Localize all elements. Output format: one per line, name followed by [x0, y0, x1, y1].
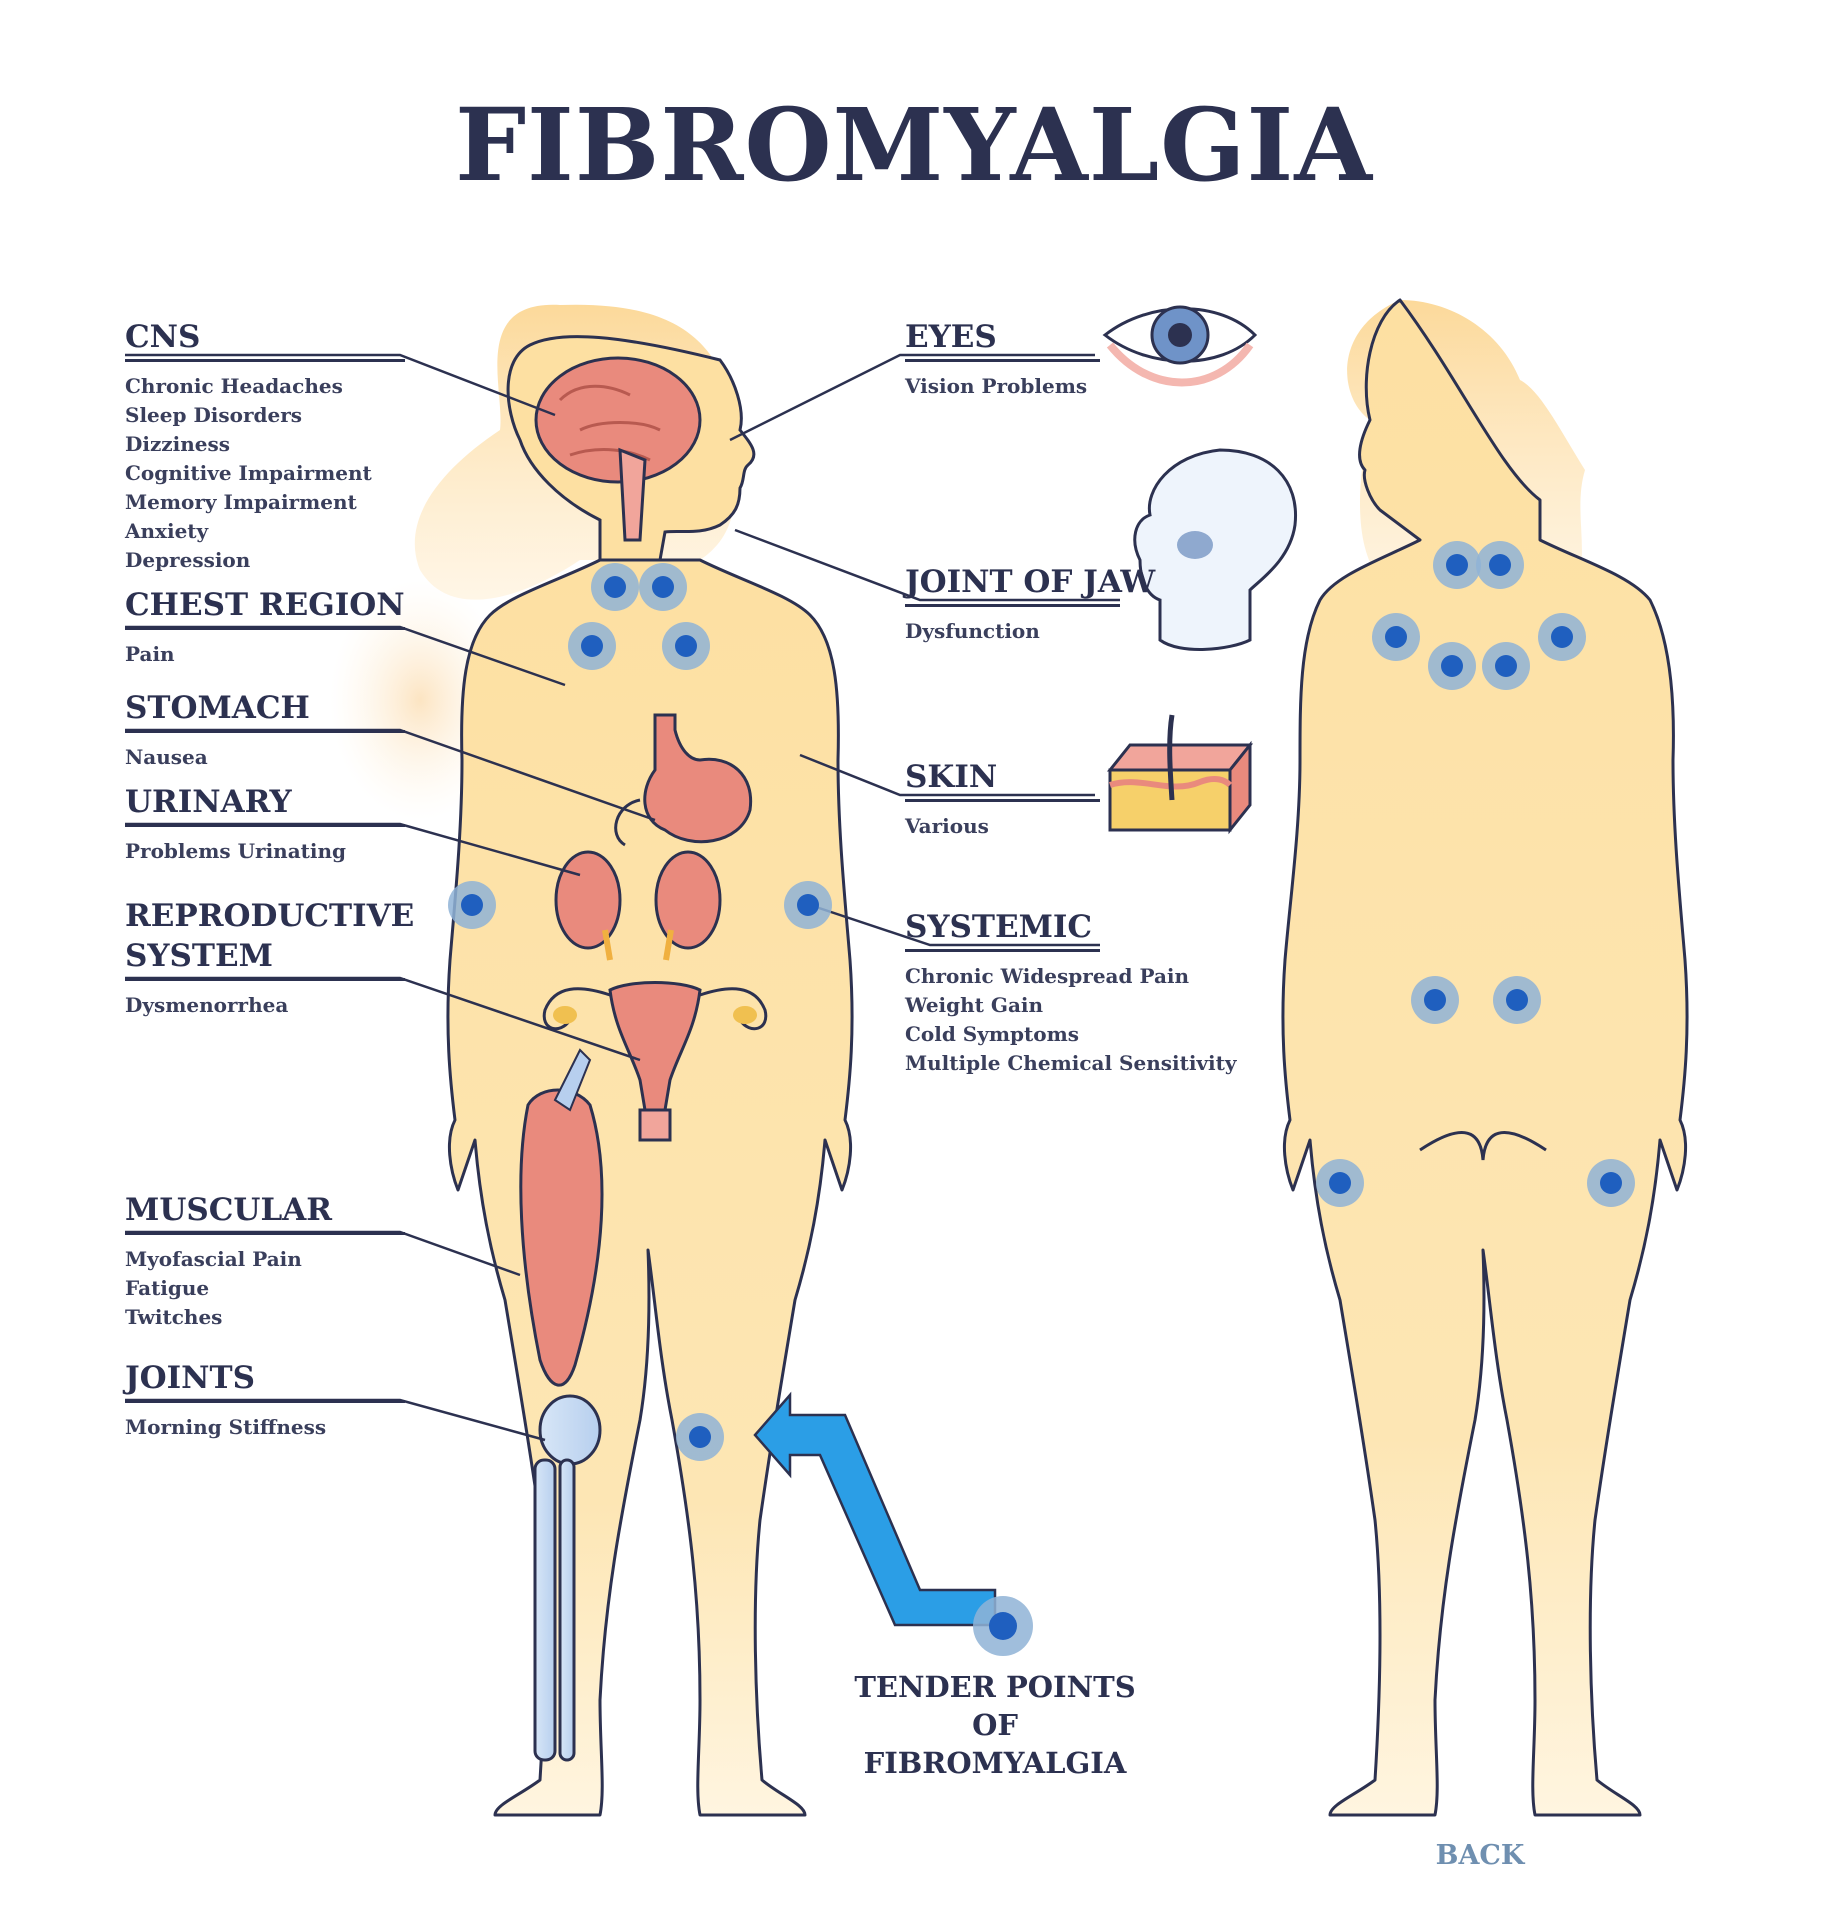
- label-joints-heading: JOINTS: [125, 1360, 255, 1396]
- label-chest-item: Pain: [125, 642, 175, 666]
- tender-point-core: [461, 894, 483, 916]
- label-reproductive-heading-line2: SYSTEM: [125, 938, 273, 974]
- label-cns-item: Sleep Disorders: [125, 403, 303, 427]
- tender-point-core: [797, 894, 819, 916]
- label-cns-item: Anxiety: [125, 519, 209, 543]
- label-reproductive-system: REPRODUCTIVE SYSTEM Dysmenorrhea: [125, 896, 415, 1020]
- tender-points: [448, 541, 1635, 1656]
- label-jaw-rule: [905, 604, 1120, 607]
- label-chest-heading: CHEST REGION: [125, 587, 405, 623]
- brain: [534, 356, 702, 542]
- back-body-figure: [1281, 298, 1689, 1817]
- label-muscular-heading: MUSCULAR: [125, 1192, 333, 1228]
- tender-point-core: [689, 1426, 711, 1448]
- label-muscular-item: Fatigue: [125, 1276, 210, 1300]
- kidneys: [554, 850, 722, 961]
- tender-point-core: [1446, 554, 1468, 576]
- label-stomach-item: Nausea: [125, 745, 208, 769]
- label-systemic-item: Chronic Widespread Pain: [905, 964, 1190, 988]
- label-reproductive-item: Dysmenorrhea: [125, 993, 289, 1017]
- stomach: [614, 713, 753, 847]
- back-view-label: BACK: [1435, 1840, 1525, 1871]
- label-cns-item: Dizziness: [125, 432, 231, 456]
- label-systemic: SYSTEMIC Chronic Widespread Pain Weight …: [905, 907, 1237, 1078]
- label-reproductive-rule: [125, 978, 405, 981]
- label-eyes: EYES Vision Problems: [905, 317, 1100, 401]
- label-eyes-item: Vision Problems: [905, 374, 1088, 398]
- label-cns-heading: CNS: [125, 319, 201, 355]
- label-joints: JOINTS Morning Stiffness: [125, 1358, 405, 1442]
- label-systemic-item: Weight Gain: [905, 993, 1044, 1017]
- label-chest-region: CHEST REGION Pain: [125, 585, 405, 669]
- label-urinary-heading: URINARY: [125, 784, 292, 820]
- label-skin-rule: [905, 799, 1100, 802]
- leader-cns: [125, 353, 556, 417]
- label-eyes-rule: [905, 359, 1100, 362]
- tender-point-core: [604, 576, 626, 598]
- callout-line-1: TENDER POINTS OF: [854, 1670, 1136, 1742]
- label-joints-rule: [125, 1400, 405, 1403]
- label-cns: CNS Chronic Headaches Sleep Disorders Di…: [125, 317, 405, 575]
- eye-icon: [1102, 305, 1258, 387]
- tender-point-core: [581, 635, 603, 657]
- label-cns-rule: [125, 359, 405, 362]
- label-cns-item: Chronic Headaches: [125, 374, 343, 398]
- tender-points-callout: TENDER POINTS OF FIBROMYALGIA: [830, 1668, 1160, 1782]
- label-skin-item: Various: [905, 814, 989, 838]
- tender-point-core: [1329, 1172, 1351, 1194]
- tender-point-core: [1489, 554, 1511, 576]
- label-reproductive-heading: REPRODUCTIVE: [125, 898, 415, 934]
- label-urinary-item: Problems Urinating: [125, 839, 347, 863]
- label-stomach-heading: STOMACH: [125, 690, 310, 726]
- back-body: [1281, 298, 1689, 1817]
- uterus: [542, 981, 768, 1142]
- label-systemic-item: Cold Symptoms: [905, 1022, 1080, 1046]
- label-urinary-rule: [125, 824, 405, 827]
- front-body: [446, 558, 854, 1817]
- tender-point-core: [1600, 1172, 1622, 1194]
- label-skin: SKIN Various: [905, 757, 1100, 841]
- label-stomach: STOMACH Nausea: [125, 688, 405, 772]
- label-systemic-heading: SYSTEMIC: [905, 909, 1093, 945]
- tender-point-core: [652, 576, 674, 598]
- tender-point-core: [1495, 655, 1517, 677]
- label-muscular-rule: [125, 1232, 405, 1235]
- tender-point-core: [1506, 989, 1528, 1011]
- leader-systemic: [809, 903, 1100, 947]
- label-jaw-item: Dysfunction: [905, 619, 1040, 643]
- leg-muscle-and-bones: [519, 1048, 604, 1762]
- label-cns-item: Cognitive Impairment: [125, 461, 372, 485]
- callout-line-2: FIBROMYALGIA: [863, 1746, 1127, 1780]
- label-chest-rule: [125, 627, 405, 630]
- tender-point-core: [1551, 626, 1573, 648]
- label-muscular: MUSCULAR Myofascial Pain Fatigue Twitche…: [125, 1190, 405, 1332]
- tender-point-core: [1441, 655, 1463, 677]
- tender-point-core: [1385, 626, 1407, 648]
- label-cns-item: Memory Impairment: [125, 490, 357, 514]
- label-urinary: URINARY Problems Urinating: [125, 782, 405, 866]
- label-systemic-item: Multiple Chemical Sensitivity: [905, 1051, 1237, 1075]
- label-stomach-rule: [125, 730, 405, 733]
- label-muscular-item: Myofascial Pain: [125, 1247, 302, 1271]
- label-cns-item: Depression: [125, 548, 251, 572]
- label-muscular-item: Twitches: [125, 1305, 223, 1329]
- label-skin-heading: SKIN: [905, 759, 998, 795]
- leader-skin: [799, 753, 1095, 797]
- tender-point-core: [675, 635, 697, 657]
- label-joints-item: Morning Stiffness: [125, 1415, 327, 1439]
- label-jaw-heading: JOINT OF JAW: [905, 564, 1156, 600]
- skin-layer-icon: [1106, 714, 1254, 835]
- leader-jaw: [734, 528, 1120, 602]
- label-systemic-rule: [905, 949, 1100, 952]
- tender-point-core: [989, 1612, 1017, 1640]
- tender-point-core: [1424, 989, 1446, 1011]
- skull-icon: [1133, 448, 1298, 651]
- tender-point-arrow: [753, 1391, 997, 1627]
- label-eyes-heading: EYES: [905, 319, 997, 355]
- leader-eyes: [729, 353, 1095, 442]
- page-title: FIBROMYALGIA: [455, 86, 1373, 204]
- label-joint-of-jaw: JOINT OF JAW Dysfunction: [905, 562, 1156, 646]
